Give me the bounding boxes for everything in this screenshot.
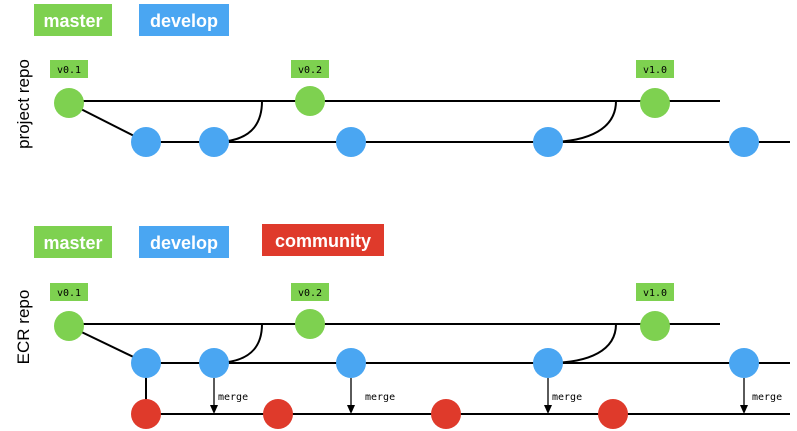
merge-arrow: merge [347, 378, 395, 414]
legend-develop-box [139, 226, 229, 258]
legend-master-box [34, 4, 112, 36]
develop-commit [336, 348, 366, 378]
develop-commit [199, 127, 229, 157]
master-commit [640, 311, 670, 341]
project-repo-panel: master develop project repo v0.1 v0.2 v1… [14, 4, 790, 157]
master-commit [640, 88, 670, 118]
tag-box [50, 60, 88, 78]
community-commit [263, 399, 293, 429]
tag-box [636, 60, 674, 78]
master-commit [54, 311, 84, 341]
develop-commit [729, 127, 759, 157]
community-commit [431, 399, 461, 429]
tag-box [291, 60, 329, 78]
develop-commit [336, 127, 366, 157]
merge-label: merge [365, 392, 395, 403]
develop-commit [199, 348, 229, 378]
merge-arrow: merge [544, 378, 582, 414]
develop-commit [131, 127, 161, 157]
tag-v0-2: v0.2 [298, 288, 322, 299]
develop-commit [533, 127, 563, 157]
legend-community-box [262, 224, 384, 256]
legend-develop-box [139, 4, 229, 36]
merge-label: merge [552, 392, 582, 403]
legend-develop-label: develop [150, 11, 218, 31]
legend-master-box [34, 226, 112, 258]
develop-commit [533, 348, 563, 378]
master-commit [54, 88, 84, 118]
tag-v1-0: v1.0 [643, 288, 667, 299]
merge-label: merge [218, 392, 248, 403]
legend-community-label: community [275, 231, 371, 251]
merge-arrow: merge [210, 378, 248, 414]
master-commit [295, 309, 325, 339]
legend-develop-label: develop [150, 233, 218, 253]
community-commit [598, 399, 628, 429]
develop-commit [131, 348, 161, 378]
community-commit [131, 399, 161, 429]
tag-box [50, 283, 88, 301]
develop-commit [729, 348, 759, 378]
tag-box [636, 283, 674, 301]
repo-label-project: project repo [14, 59, 33, 149]
tag-v0-2: v0.2 [298, 65, 322, 76]
legend-master-label: master [43, 233, 102, 253]
merge-label: merge [752, 392, 782, 403]
tag-v0-1: v0.1 [57, 65, 81, 76]
legend-master-label: master [43, 11, 102, 31]
tag-v0-1: v0.1 [57, 288, 81, 299]
ecr-repo-panel: master develop community ECR repo v0.1 v… [14, 224, 790, 429]
master-commit [295, 86, 325, 116]
repo-label-ecr: ECR repo [14, 290, 33, 365]
merge-arrow: merge [740, 378, 782, 414]
tag-box [291, 283, 329, 301]
tag-v1-0: v1.0 [643, 65, 667, 76]
